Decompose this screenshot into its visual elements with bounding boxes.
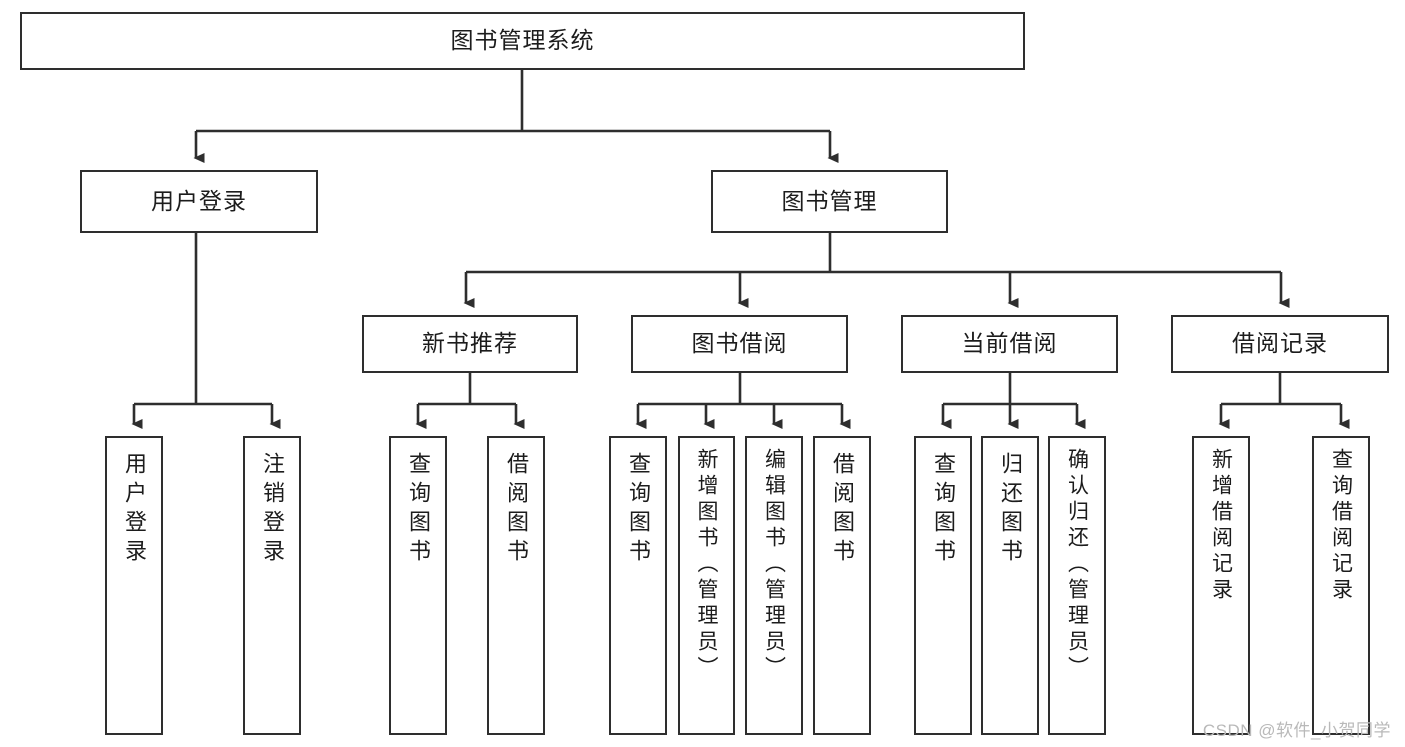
node-leaf-query-book-borrow[interactable]: 查询图书 [609, 436, 667, 735]
node-leaf-query-book-recommend[interactable]: 查询图书 [389, 436, 447, 735]
node-borrow-record[interactable]: 借阅记录 [1171, 315, 1389, 373]
node-book-borrow[interactable]: 图书借阅 [631, 315, 848, 373]
node-label: 图书管理 [781, 187, 878, 214]
node-label: 当前借阅 [961, 330, 1058, 357]
node-leaf-confirm-return[interactable]: 确认归还（管理员） [1048, 436, 1106, 735]
csdn-watermark: CSDN @软件_小贺同学 [1202, 721, 1391, 740]
node-label: 注销登录 [260, 452, 285, 568]
node-label: 借阅记录 [1232, 330, 1328, 357]
node-leaf-add-book[interactable]: 新增图书（管理员） [678, 436, 735, 735]
node-leaf-borrow-book-borrow[interactable]: 借阅图书 [813, 436, 871, 735]
node-new-book-recommend[interactable]: 新书推荐 [362, 315, 578, 373]
node-label: 借阅图书 [830, 452, 855, 568]
node-label: 新增图书（管理员） [695, 448, 718, 682]
node-label: 查询图书 [406, 452, 431, 568]
node-leaf-query-borrow-record[interactable]: 查询借阅记录 [1312, 436, 1370, 735]
node-root-book-management-system[interactable]: 图书管理系统 [20, 12, 1025, 70]
node-label: 查询借阅记录 [1329, 448, 1353, 604]
node-leaf-add-borrow-record[interactable]: 新增借阅记录 [1192, 436, 1250, 735]
node-label: 用户登录 [151, 187, 247, 214]
node-label: 新书推荐 [422, 330, 518, 357]
node-label: 用户登录 [122, 452, 147, 568]
node-leaf-user-login[interactable]: 用户登录 [105, 436, 163, 735]
node-label: 借阅图书 [504, 452, 529, 568]
node-label: 查询图书 [626, 452, 651, 568]
node-leaf-return-book[interactable]: 归还图书 [981, 436, 1039, 735]
node-leaf-edit-book[interactable]: 编辑图书（管理员） [745, 436, 803, 735]
node-label: 查询图书 [931, 452, 956, 568]
node-label: 图书管理系统 [450, 27, 595, 54]
node-label: 新增借阅记录 [1209, 448, 1233, 604]
node-label: 归还图书 [998, 452, 1023, 568]
node-leaf-borrow-book-recommend[interactable]: 借阅图书 [487, 436, 545, 735]
node-label: 确认归还（管理员） [1065, 448, 1089, 682]
node-label: 图书借阅 [691, 330, 788, 357]
node-current-borrow[interactable]: 当前借阅 [901, 315, 1118, 373]
node-label: 编辑图书（管理员） [762, 448, 786, 682]
node-book-management[interactable]: 图书管理 [711, 170, 948, 233]
node-user-login[interactable]: 用户登录 [80, 170, 318, 233]
node-leaf-logout-login[interactable]: 注销登录 [243, 436, 301, 735]
node-leaf-query-book-current[interactable]: 查询图书 [914, 436, 972, 735]
